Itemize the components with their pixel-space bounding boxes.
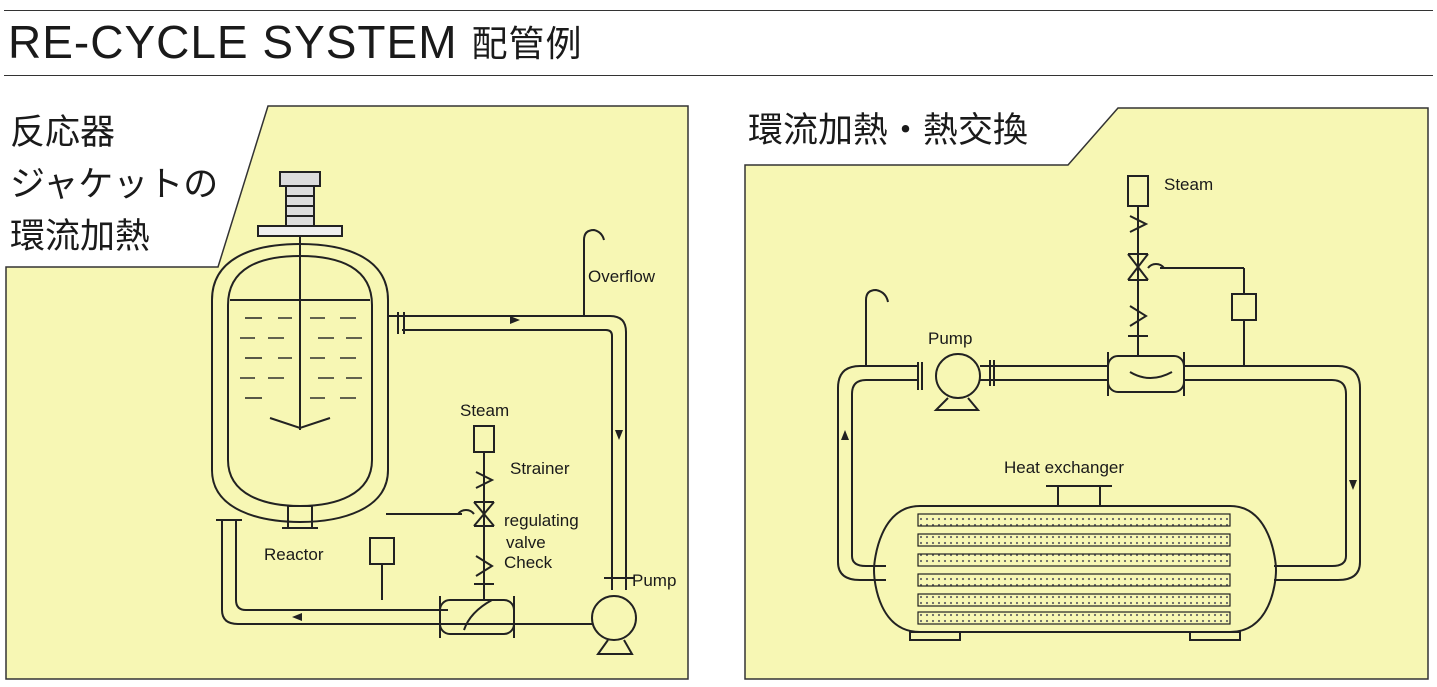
left-pump-label: Pump xyxy=(632,571,676,590)
right-pump-label: Pump xyxy=(928,329,972,348)
heat-exchanger-tubes xyxy=(917,513,1231,625)
left-heading-line-1: 反応器 xyxy=(10,113,115,153)
header-bottom-rule xyxy=(4,75,1433,76)
overflow-label: Overflow xyxy=(588,267,656,286)
right-steam-label: Steam xyxy=(1164,175,1213,194)
left-panel-background xyxy=(5,105,689,680)
left-heading-line-2: ジャケットの xyxy=(10,165,218,205)
valve-label: valve xyxy=(506,533,546,552)
left-pump-icon xyxy=(591,595,637,641)
left-piping xyxy=(211,171,637,655)
right-flow-arrows xyxy=(841,430,1357,490)
check-label: Check xyxy=(504,553,553,572)
reactor-label: Reactor xyxy=(264,545,324,564)
motor-icon xyxy=(279,171,321,187)
reactor-vessel xyxy=(211,242,389,524)
right-panel: 環流加熱・熱交換 xyxy=(744,107,1429,680)
heat-exchanger-label: Heat exchanger xyxy=(1004,458,1124,477)
strainer-label: Strainer xyxy=(510,459,570,478)
right-panel-background xyxy=(744,107,1429,680)
left-heading-line-3: 環流加熱 xyxy=(10,217,150,257)
left-panel: 反応器 ジャケットの 環流加熱 xyxy=(5,105,689,680)
left-flow-arrows xyxy=(292,316,623,621)
header-top-rule xyxy=(4,10,1433,11)
right-piping xyxy=(837,175,1361,641)
right-heading: 環流加熱・熱交換 xyxy=(748,111,1028,151)
right-pump-icon xyxy=(935,353,981,399)
left-steam-label: Steam xyxy=(460,401,509,420)
regulating-label: regulating xyxy=(504,511,579,530)
